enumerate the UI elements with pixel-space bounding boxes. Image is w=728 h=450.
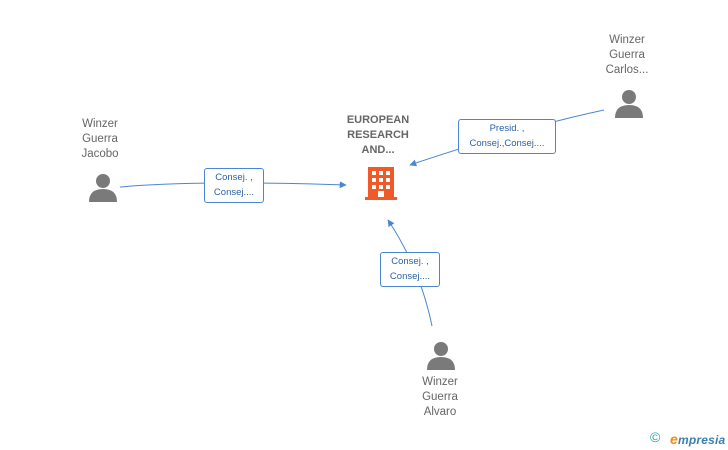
- person-icon[interactable]: [426, 340, 456, 370]
- building-icon[interactable]: [364, 165, 398, 201]
- relation-label-jacobo[interactable]: Consej. , Consej....: [204, 168, 264, 203]
- relation-label-carlos[interactable]: Presid. , Consej.,Consej....: [458, 119, 556, 154]
- person-icon[interactable]: [614, 88, 644, 118]
- person-label-carlos[interactable]: Winzer Guerra Carlos...: [605, 34, 649, 76]
- person-label-alvaro[interactable]: Winzer Guerra Alvaro: [422, 376, 458, 418]
- copyright-symbol: ©: [650, 429, 661, 445]
- relation-label-alvaro[interactable]: Consej. , Consej....: [380, 252, 440, 287]
- person-label-jacobo[interactable]: Winzer Guerra Jacobo: [81, 118, 119, 160]
- brand-logo[interactable]: empresia: [670, 431, 726, 447]
- person-icon[interactable]: [88, 172, 118, 202]
- company-label[interactable]: EUROPEAN RESEARCH AND...: [346, 114, 410, 156]
